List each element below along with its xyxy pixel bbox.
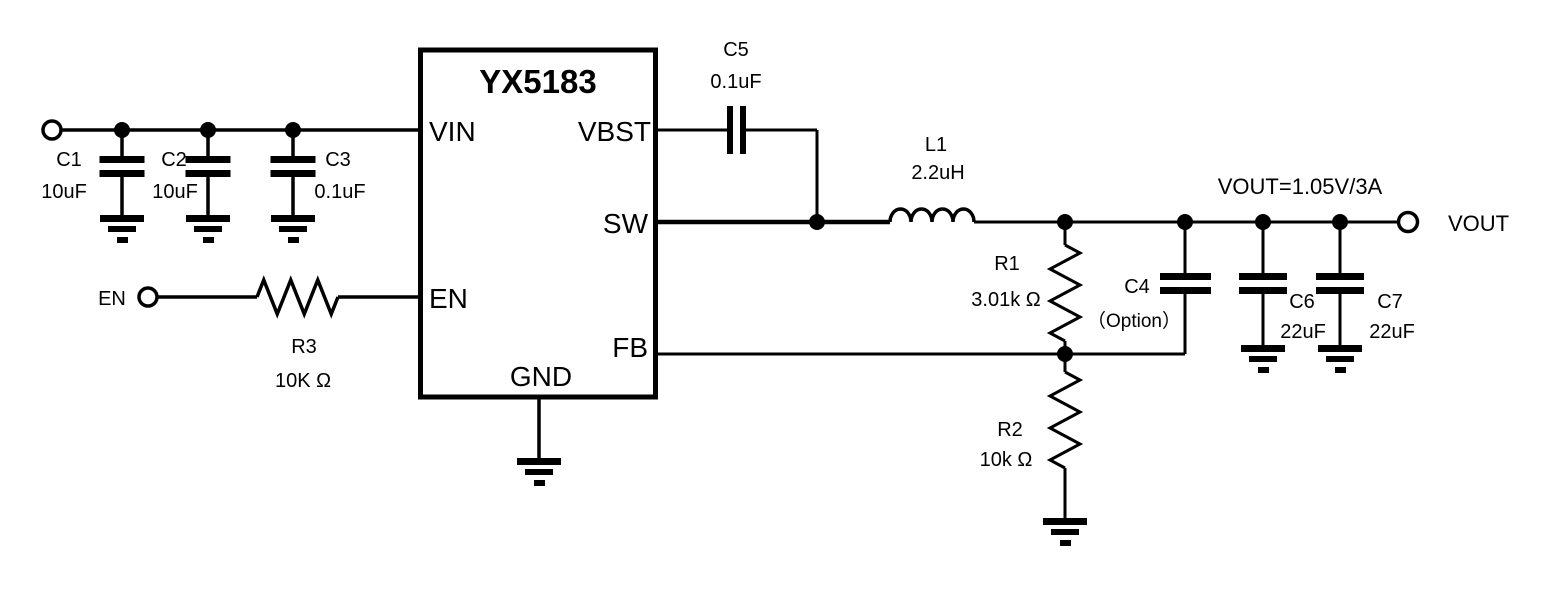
capacitor-c1: C1 10uF bbox=[41, 130, 145, 243]
r2-value-label: 10k Ω bbox=[980, 449, 1033, 471]
c3-ref-label: C3 bbox=[325, 149, 351, 171]
c4-plate bbox=[1160, 273, 1211, 280]
vout-spec-label: VOUT=1.05V/3A bbox=[1218, 174, 1383, 199]
c5-ref-label: C5 bbox=[723, 39, 749, 61]
r3-ref-label: R3 bbox=[291, 336, 317, 358]
c5-value-label: 0.1uF bbox=[710, 71, 761, 93]
c7-plate bbox=[1316, 287, 1364, 294]
ic-pin-en: EN bbox=[429, 283, 468, 314]
ic-pin-vin: VIN bbox=[429, 116, 476, 147]
fb-net bbox=[658, 346, 1185, 362]
ground-symbol bbox=[186, 215, 230, 243]
c3-plate bbox=[270, 170, 316, 177]
c5-plate bbox=[727, 106, 733, 154]
inductor-l1-body bbox=[888, 207, 976, 223]
en-terminal-label: EN bbox=[98, 288, 126, 310]
ground-symbol bbox=[100, 215, 144, 243]
bootstrap-net: C5 0.1uF bbox=[658, 39, 819, 222]
ic-pin-vbst: VBST bbox=[578, 116, 651, 147]
resistor-r1-body bbox=[1046, 243, 1084, 343]
c7-plate bbox=[1316, 273, 1364, 280]
resistor-r2: R2 10k Ω bbox=[980, 354, 1087, 546]
ic-pin-fb: FB bbox=[612, 332, 648, 363]
l1-ref-label: L1 bbox=[925, 134, 947, 156]
ground-symbol bbox=[1043, 518, 1087, 546]
c6-plate bbox=[1239, 273, 1287, 280]
ic-pin-sw: SW bbox=[603, 208, 649, 239]
c5-plate bbox=[740, 106, 746, 154]
en-input-net: EN R3 10K Ω bbox=[98, 275, 418, 392]
resistor-r3-body bbox=[255, 275, 340, 319]
c2-ref-label: C2 bbox=[161, 149, 187, 171]
c4-option-label: （Option） bbox=[1087, 310, 1181, 332]
r1-ref-label: R1 bbox=[994, 253, 1020, 275]
vout-terminal bbox=[1396, 210, 1420, 234]
c7-ref-label: C7 bbox=[1377, 291, 1403, 313]
ic-ground bbox=[517, 397, 561, 486]
ic-pin-gnd: GND bbox=[510, 361, 572, 392]
c4-plate bbox=[1160, 287, 1211, 294]
c2-plate bbox=[185, 156, 231, 163]
capacitor-c2: C2 10uF bbox=[152, 130, 231, 243]
ground-symbol bbox=[517, 458, 561, 486]
c1-plate bbox=[99, 156, 145, 163]
sw-output-net: L1 2.2uH VOUT=1.05V/3A VOUT bbox=[658, 134, 1509, 236]
junction-dot bbox=[809, 214, 825, 230]
c2-value-label: 10uF bbox=[152, 181, 198, 203]
c6-ref-label: C6 bbox=[1289, 291, 1315, 313]
c2-plate bbox=[185, 170, 231, 177]
capacitor-c7: C7 22uF bbox=[1316, 222, 1415, 373]
vin-input-terminal bbox=[41, 119, 63, 141]
c1-ref-label: C1 bbox=[56, 149, 82, 171]
ic-block: YX5183 VIN EN VBST SW FB GND bbox=[418, 47, 658, 400]
c6-plate bbox=[1239, 287, 1287, 294]
l1-value-label: 2.2uH bbox=[911, 162, 964, 184]
capacitor-c3: C3 0.1uF bbox=[270, 130, 366, 243]
r1-value-label: 3.01k Ω bbox=[971, 289, 1040, 311]
c3-plate bbox=[270, 156, 316, 163]
r3-value-label: 10K Ω bbox=[275, 370, 331, 392]
c1-value-label: 10uF bbox=[41, 181, 87, 203]
c3-value-label: 0.1uF bbox=[314, 181, 365, 203]
ground-symbol bbox=[271, 215, 315, 243]
resistor-r2-body bbox=[1046, 370, 1084, 470]
c7-value-label: 22uF bbox=[1369, 321, 1415, 343]
c4-ref-label: C4 bbox=[1124, 276, 1150, 298]
vout-terminal-label: VOUT bbox=[1448, 211, 1509, 236]
capacitor-c4: C4 （Option） bbox=[1087, 222, 1211, 354]
r2-ref-label: R2 bbox=[997, 419, 1023, 441]
ic-body bbox=[418, 47, 658, 400]
en-input-terminal bbox=[137, 286, 159, 308]
ground-symbol bbox=[1318, 345, 1362, 373]
c1-plate bbox=[99, 170, 145, 177]
c6-value-label: 22uF bbox=[1280, 321, 1326, 343]
resistor-r1: R1 3.01k Ω bbox=[971, 222, 1084, 354]
ic-part-number: YX5183 bbox=[479, 63, 596, 100]
vin-input-net bbox=[41, 119, 418, 141]
capacitor-c6: C6 22uF bbox=[1239, 222, 1326, 373]
ground-symbol bbox=[1241, 345, 1285, 373]
